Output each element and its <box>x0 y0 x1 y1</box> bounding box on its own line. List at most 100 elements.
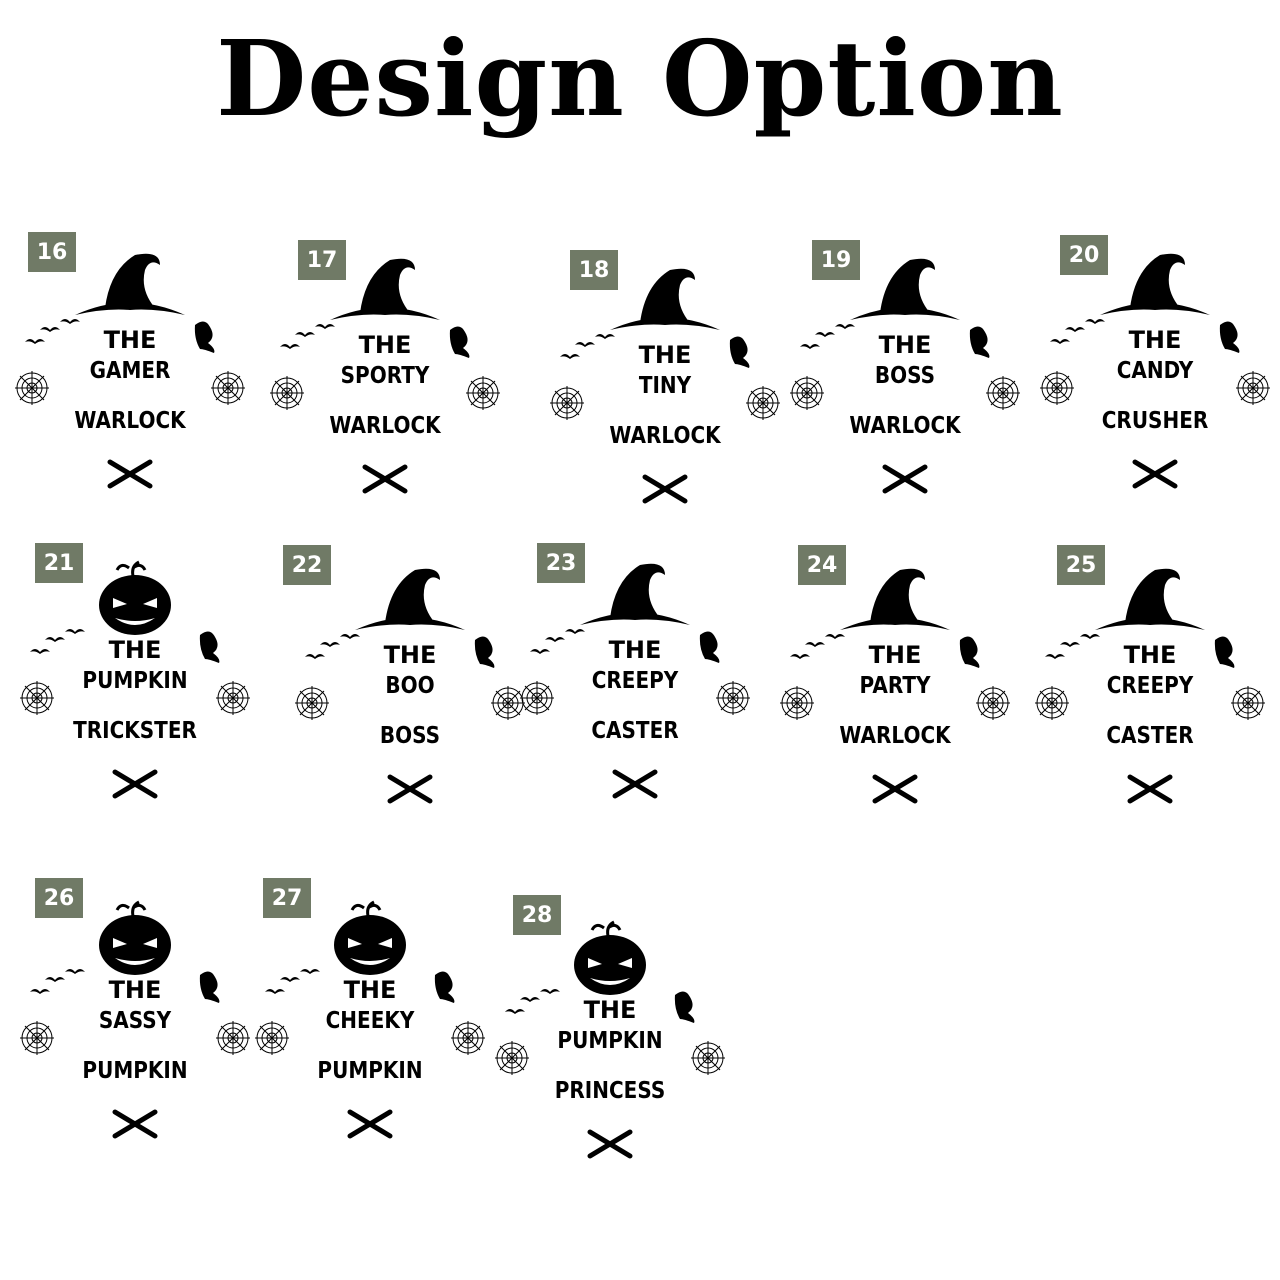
design-the-text: THE <box>343 976 397 1004</box>
spiderweb-icon <box>466 376 500 410</box>
witch-hat-icon <box>355 568 465 630</box>
design-word-2: CASTER <box>1106 721 1194 749</box>
spiderweb-icon <box>491 686 525 720</box>
spiderweb-icon <box>1236 371 1270 405</box>
crossbones-icon <box>872 774 918 804</box>
spiderweb-icon <box>20 681 54 715</box>
crossbones-icon <box>882 464 928 494</box>
design-artwork <box>20 900 250 1139</box>
design-artwork <box>295 568 525 804</box>
ghost-icon <box>449 326 470 358</box>
bat-icon <box>45 637 65 642</box>
bat-icon <box>65 969 85 974</box>
design-word-2: CASTER <box>591 716 679 744</box>
bat-icon <box>25 339 45 344</box>
bat-icon <box>540 989 560 994</box>
bat-icon <box>30 649 50 654</box>
bat-icon <box>280 977 300 982</box>
bat-icon <box>45 977 65 982</box>
crossbones-icon <box>1127 774 1173 804</box>
spiderweb-icon <box>986 376 1020 410</box>
bat-icon <box>1060 642 1080 647</box>
design-word-2: WARLOCK <box>74 406 186 434</box>
design-word-2: WARLOCK <box>329 411 441 439</box>
design-number-badge: 17 <box>298 240 346 280</box>
design-artwork <box>1035 568 1265 804</box>
design-artwork <box>15 253 245 489</box>
ghost-icon <box>959 636 980 668</box>
spiderweb-icon <box>15 371 49 405</box>
spiderweb-icon <box>780 686 814 720</box>
witch-hat-icon <box>75 253 185 315</box>
design-artwork <box>520 563 750 799</box>
design-number-badge: 16 <box>28 232 76 272</box>
design-the-text: THE <box>608 636 662 664</box>
design-word-1: TINY <box>638 371 692 399</box>
design-word-2: PRINCESS <box>554 1076 666 1104</box>
spiderweb-icon <box>1035 686 1069 720</box>
spiderweb-icon <box>790 376 824 410</box>
design-word-1: CANDY <box>1116 356 1194 384</box>
witch-hat-icon <box>610 268 720 330</box>
spiderweb-icon <box>550 386 584 420</box>
design-word-2: WARLOCK <box>609 421 721 449</box>
bat-icon <box>60 319 80 324</box>
design-word-1: BOO <box>385 671 435 699</box>
bat-icon <box>595 334 615 339</box>
design-number-badge: 23 <box>537 543 585 583</box>
bat-icon <box>40 327 60 332</box>
bat-icon <box>560 354 580 359</box>
crossbones-icon <box>387 774 433 804</box>
design-artwork <box>550 268 780 504</box>
crossbones-icon <box>112 769 158 799</box>
spiderweb-icon <box>255 1021 289 1055</box>
design-word-2: TRICKSTER <box>73 716 197 744</box>
bat-icon <box>1065 327 1085 332</box>
design-word-1: CHEEKY <box>325 1006 415 1034</box>
spiderweb-icon <box>216 681 250 715</box>
bat-icon <box>815 332 835 337</box>
bat-icon <box>1045 654 1065 659</box>
ghost-icon <box>199 631 220 663</box>
design-number-badge: 25 <box>1057 545 1105 585</box>
spiderweb-icon <box>270 376 304 410</box>
design-the-text: THE <box>358 331 412 359</box>
pumpkin-icon <box>574 920 646 995</box>
design-artwork <box>495 920 725 1159</box>
crossbones-icon <box>362 464 408 494</box>
ghost-icon <box>194 321 215 353</box>
crossbones-icon <box>112 1109 158 1139</box>
bat-icon <box>280 344 300 349</box>
design-word-1: BOSS <box>874 361 936 389</box>
spiderweb-icon <box>295 686 329 720</box>
ghost-icon <box>729 336 750 368</box>
design-artwork <box>270 258 500 494</box>
design-number-badge: 24 <box>798 545 846 585</box>
design-word-2: PUMPKIN <box>82 1056 188 1084</box>
spiderweb-icon <box>691 1041 725 1075</box>
design-the-text: THE <box>1128 326 1182 354</box>
design-word-1: GAMER <box>89 356 171 384</box>
design-the-text: THE <box>103 326 157 354</box>
bat-icon <box>65 629 85 634</box>
bat-icon <box>575 342 595 347</box>
spiderweb-icon <box>451 1021 485 1055</box>
spiderweb-icon <box>216 1021 250 1055</box>
design-number-badge: 28 <box>513 895 561 935</box>
crossbones-icon <box>347 1109 393 1139</box>
spiderweb-icon <box>976 686 1010 720</box>
design-artwork <box>1040 253 1270 489</box>
